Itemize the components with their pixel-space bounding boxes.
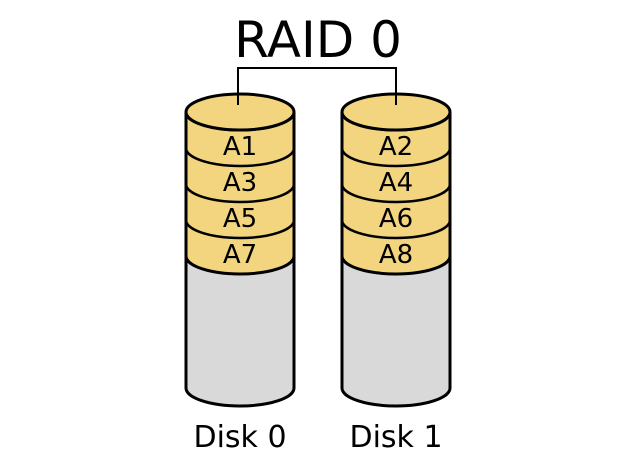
disk-1-band-separator-arc <box>340 147 452 168</box>
block-label-a8: A8 <box>379 240 413 270</box>
block-label-a3: A3 <box>223 168 257 198</box>
disk-1-band-separator-arc <box>340 183 452 204</box>
block-label-a4: A4 <box>379 168 413 198</box>
disk-0-band-separator-arc <box>184 147 296 168</box>
disk-0-band-separator-arc <box>184 183 296 204</box>
block-label-a6: A6 <box>379 204 413 234</box>
disk-1-cylinder: A2 A4 A6 A8 <box>340 92 452 408</box>
block-label-a2: A2 <box>379 132 413 162</box>
block-label-a7: A7 <box>223 240 257 270</box>
disk-1-label: Disk 1 <box>349 420 442 455</box>
stripe-connector-line <box>237 67 397 105</box>
disk-0-label: Disk 0 <box>193 420 286 455</box>
disk-1-band-separator-arc <box>340 219 452 240</box>
block-label-a1: A1 <box>223 132 257 162</box>
disk-0-top-ellipse <box>184 92 296 132</box>
block-label-a5: A5 <box>223 204 257 234</box>
disk-0-cylinder: A1 A3 A5 A7 <box>184 92 296 408</box>
disk-0-band-separator-arc <box>184 219 296 240</box>
diagram-title: RAID 0 <box>234 11 402 69</box>
